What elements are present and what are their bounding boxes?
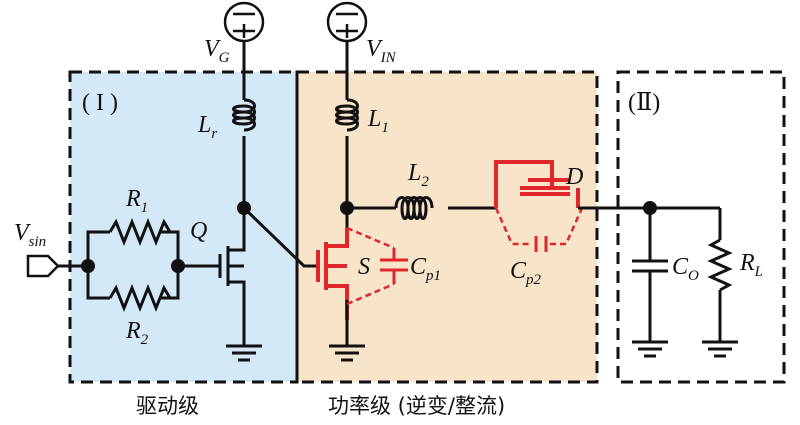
s-label: S bbox=[358, 254, 370, 280]
lr-label: Lr bbox=[197, 112, 217, 142]
cp1-capacitor bbox=[346, 226, 395, 306]
s-transistor bbox=[316, 228, 349, 320]
r2-label: R2 bbox=[125, 318, 149, 348]
vsin-port bbox=[26, 254, 60, 278]
rl-label: RL bbox=[739, 250, 763, 280]
q-ground bbox=[226, 338, 262, 362]
vsin-label: Vsin bbox=[14, 220, 46, 250]
co-label: CO bbox=[672, 254, 699, 284]
d-device bbox=[494, 160, 580, 208]
l1-label: L1 bbox=[367, 106, 389, 136]
l2-inductor bbox=[394, 196, 434, 220]
l1-inductor bbox=[335, 98, 359, 132]
output-stage-box bbox=[616, 70, 786, 384]
driver-stage-caption: 驱动级 bbox=[136, 394, 199, 418]
rl-ground bbox=[702, 340, 738, 358]
vin-label: VIN bbox=[366, 36, 397, 66]
output-stage-roman: (Ⅱ) bbox=[628, 90, 660, 116]
rl-resistor bbox=[707, 238, 733, 292]
vg-label: VG bbox=[204, 36, 230, 66]
power-stage-box bbox=[295, 70, 599, 384]
co-capacitor bbox=[632, 208, 668, 342]
cp1-label: Cp1 bbox=[410, 254, 441, 284]
q-transistor bbox=[218, 208, 246, 338]
s-ground bbox=[329, 336, 365, 362]
power-stage-caption: 功率级 (逆变/整流) bbox=[328, 394, 505, 418]
r2-resistor bbox=[108, 283, 172, 313]
r1-resistor bbox=[108, 217, 172, 247]
cp2-label: Cp2 bbox=[510, 258, 542, 288]
l2-label: L2 bbox=[407, 160, 429, 190]
driver-stage-roman: ( I ) bbox=[82, 90, 118, 116]
vg-source bbox=[223, 1, 265, 43]
r1-label: R1 bbox=[125, 186, 148, 216]
node-input bbox=[81, 259, 95, 273]
vin-source bbox=[326, 1, 368, 43]
d-label: D bbox=[565, 164, 583, 190]
q-label: Q bbox=[190, 218, 207, 244]
co-ground bbox=[632, 340, 668, 358]
lr-inductor bbox=[232, 98, 256, 132]
driver-stage-background bbox=[70, 72, 297, 382]
cp2-capacitor bbox=[494, 207, 584, 246]
